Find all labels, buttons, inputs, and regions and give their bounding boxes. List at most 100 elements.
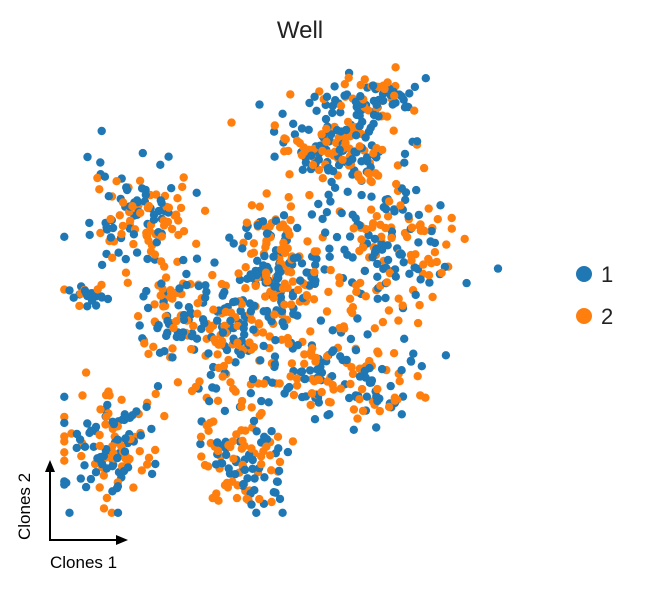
- scatter-point-series-2: [361, 292, 370, 301]
- scatter-point-series-2: [81, 368, 91, 377]
- scatter-point-series-1: [211, 384, 221, 393]
- scatter-point-series-1: [350, 147, 359, 156]
- scatter-point-series-2: [95, 185, 104, 194]
- scatter-point-series-1: [367, 376, 377, 385]
- scatter-point-series-2: [167, 224, 177, 234]
- scatter-point-series-2: [460, 234, 469, 244]
- scatter-point-series-2: [60, 412, 69, 422]
- scatter-point-series-1: [401, 188, 411, 197]
- scatter-point-series-1: [271, 336, 280, 345]
- scatter-point-series-1: [154, 321, 163, 330]
- scatter-point-series-2: [197, 452, 206, 461]
- scatter-point-series-1: [322, 92, 332, 102]
- scatter-point-series-1: [250, 474, 259, 483]
- scatter-point-series-2: [318, 174, 327, 183]
- scatter-point-series-1: [321, 114, 331, 124]
- scatter-point-series-2: [358, 243, 368, 252]
- scatter-point-series-1: [493, 264, 503, 273]
- scatter-point-series-1: [156, 196, 165, 205]
- scatter-point-series-1: [416, 275, 425, 284]
- scatter-point-series-1: [205, 397, 214, 406]
- scatter-point-series-2: [118, 198, 128, 207]
- scatter-point-series-1: [367, 192, 376, 201]
- scatter-point-series-2: [229, 454, 238, 463]
- scatter-point-series-1: [373, 272, 382, 281]
- scatter-point-series-1: [225, 233, 234, 242]
- scatter-point-series-1: [357, 157, 366, 166]
- scatter-point-series-2: [60, 448, 69, 457]
- scatter-point-series-2: [221, 307, 230, 317]
- scatter-point-series-1: [60, 392, 69, 401]
- scatter-point-series-2: [364, 106, 373, 115]
- scatter-point-series-2: [121, 268, 131, 277]
- scatter-point-series-2: [288, 277, 298, 286]
- scatter-point-series-1: [89, 442, 98, 451]
- scatter-point-series-1: [387, 227, 397, 236]
- scatter-point-series-2: [314, 165, 324, 175]
- scatter-point-series-2: [99, 471, 109, 480]
- scatter-point-series-2: [307, 389, 317, 398]
- scatter-point-series-2: [349, 224, 358, 233]
- scatter-point-series-1: [238, 244, 247, 253]
- scatter-point-series-1: [192, 188, 201, 197]
- scatter-point-series-1: [157, 279, 166, 288]
- scatter-point-series-1: [290, 130, 300, 139]
- scatter-point-series-2: [259, 379, 269, 388]
- legend-label-1: 1: [601, 262, 613, 287]
- scatter-point-series-1: [168, 353, 177, 362]
- scatter-point-series-1: [401, 195, 410, 205]
- scatter-point-series-1: [297, 367, 307, 376]
- scatter-point-series-1: [397, 410, 406, 419]
- scatter-point-series-2: [238, 436, 247, 445]
- scatter-point-series-1: [101, 445, 111, 455]
- scatter-point-series-2: [373, 384, 382, 394]
- scatter-point-series-2: [384, 306, 394, 315]
- scatter-point-series-1: [252, 508, 261, 517]
- scatter-point-series-2: [284, 339, 293, 348]
- scatter-point-series-2: [129, 483, 138, 492]
- scatter-point-series-1: [414, 238, 423, 247]
- scatter-point-series-2: [283, 283, 292, 293]
- scatter-point-series-1: [289, 119, 298, 128]
- scatter-point-series-1: [390, 207, 399, 216]
- scatter-point-series-1: [278, 109, 287, 119]
- scatter-point-series-1: [106, 233, 116, 242]
- scatter-point-series-2: [447, 224, 456, 233]
- scatter-point-series-2: [416, 220, 425, 229]
- scatter-point-series-2: [377, 232, 386, 241]
- scatter-point-series-2: [275, 379, 284, 388]
- scatter-point-series-2: [267, 466, 276, 475]
- scatter-point-series-2: [115, 211, 125, 220]
- scatter-point-series-1: [162, 331, 171, 341]
- scatter-point-series-2: [309, 295, 319, 304]
- scatter-point-series-1: [274, 264, 283, 273]
- scatter-point-series-2: [187, 344, 196, 354]
- scatter-point-series-2: [392, 179, 401, 189]
- scatter-point-series-2: [262, 189, 271, 198]
- scatter-point-series-1: [206, 370, 215, 380]
- scatter-point-series-2: [430, 248, 440, 257]
- scatter-point-series-2: [234, 269, 243, 278]
- scatter-point-series-1: [310, 92, 319, 102]
- scatter-point-series-1: [248, 455, 257, 465]
- scatter-point-series-1: [177, 332, 186, 342]
- scatter-point-series-1: [235, 275, 245, 285]
- scatter-point-series-1: [83, 302, 92, 311]
- scatter-point-series-1: [65, 508, 74, 517]
- scatter-point-series-2: [317, 130, 326, 139]
- scatter-point-series-2: [368, 219, 378, 228]
- scatter-point-series-1: [97, 459, 107, 469]
- scatter-point-series-1: [200, 319, 209, 328]
- scatter-point-series-1: [417, 362, 426, 371]
- scatter-point-series-1: [113, 508, 123, 517]
- scatter-point-series-2: [284, 193, 293, 202]
- scatter-point-series-1: [343, 187, 352, 196]
- scatter-point-series-1: [236, 350, 245, 359]
- scatter-point-series-1: [210, 258, 219, 267]
- scatter-point-series-2: [208, 270, 217, 280]
- scatter-point-series-1: [143, 254, 152, 264]
- scatter-point-series-2: [267, 497, 276, 507]
- scatter-point-series-2: [270, 121, 279, 130]
- scatter-point-series-1: [229, 239, 238, 248]
- scatter-point-series-1: [283, 384, 292, 393]
